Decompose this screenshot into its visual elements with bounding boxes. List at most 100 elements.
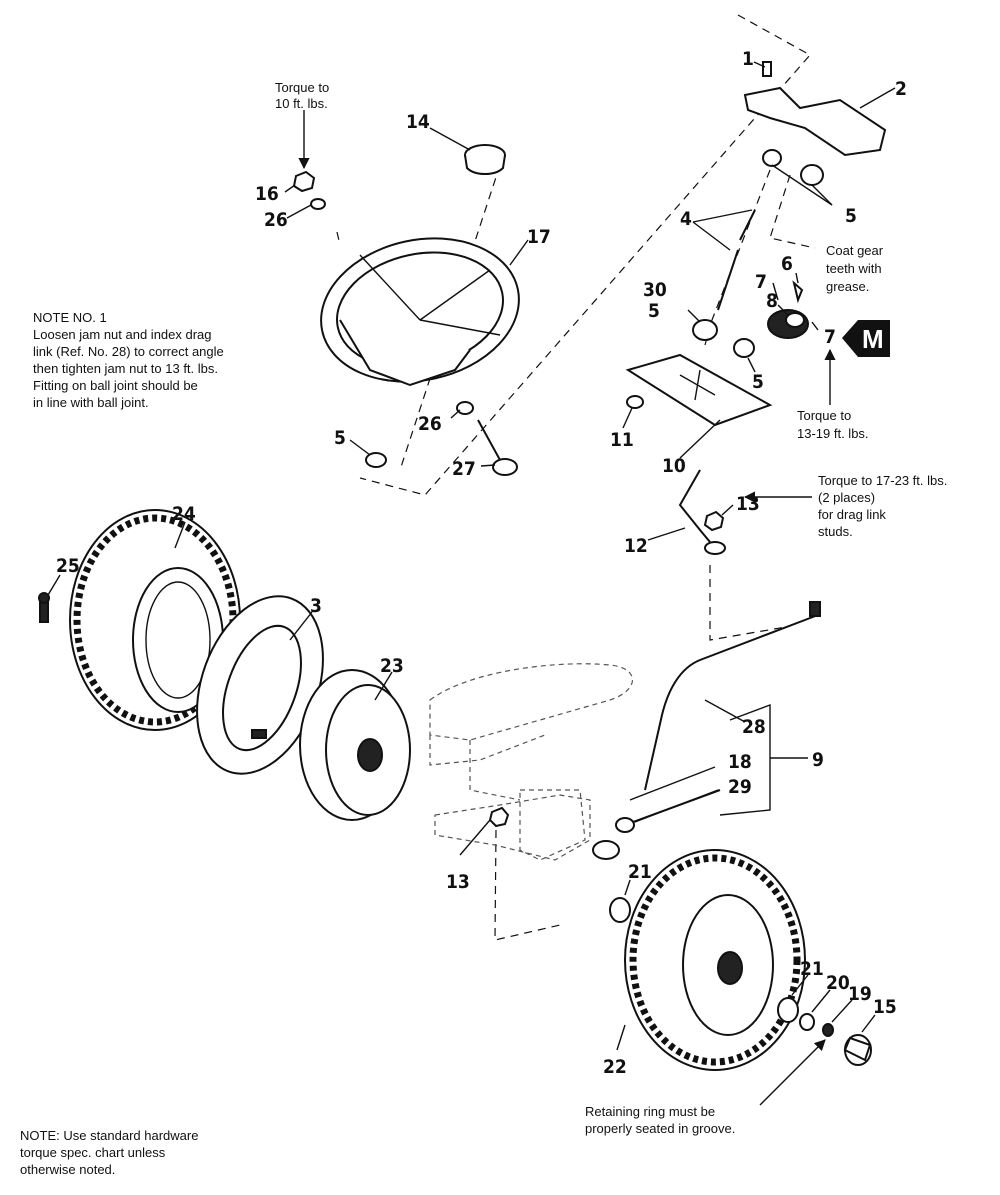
bushing-21b — [777, 997, 799, 1023]
bushings-5 — [692, 149, 824, 358]
callout-13b: 13 — [446, 871, 470, 893]
bolt-27 — [477, 419, 518, 476]
plate-10 — [625, 353, 773, 427]
jam-nut-18 — [615, 817, 635, 833]
callout-9: 9 — [812, 749, 824, 771]
callout-5c: 5 — [752, 371, 764, 393]
callout-16: 16 — [255, 183, 279, 205]
callout-numbers: 1 2 3 4 5 5 5 5 6 7 7 8 9 10 11 12 13 13… — [56, 48, 907, 1078]
svg-text:Fitting on ball joint should b: Fitting on ball joint should be — [33, 378, 198, 393]
note-torque-17-23: Torque to 17-23 ft. lbs. (2 places) for … — [818, 473, 947, 539]
retaining-ring-19 — [822, 1023, 834, 1037]
svg-text:otherwise noted.: otherwise noted. — [20, 1162, 115, 1177]
m-marker-label: M — [862, 324, 884, 354]
svg-text:for drag link: for drag link — [818, 507, 886, 522]
callout-1: 1 — [742, 48, 754, 70]
callout-19: 19 — [848, 983, 872, 1005]
callout-14: 14 — [406, 111, 430, 133]
callout-10: 10 — [662, 455, 686, 477]
note-torque-13-19: Torque to 13-19 ft. lbs. — [797, 408, 869, 441]
callout-3: 3 — [310, 595, 322, 617]
callout-21a: 21 — [628, 861, 652, 883]
callout-6: 6 — [781, 253, 793, 275]
svg-text:Torque to: Torque to — [275, 80, 329, 95]
ghost-frame — [429, 663, 634, 861]
callout-18: 18 — [728, 751, 752, 773]
callout-20: 20 — [826, 972, 850, 994]
bushing-5d — [365, 452, 387, 468]
svg-text:grease.: grease. — [826, 279, 869, 294]
svg-text:10 ft. lbs.: 10 ft. lbs. — [275, 96, 328, 111]
callout-7a: 7 — [755, 271, 767, 293]
svg-text:then tighten jam nut to 13 ft.: then tighten jam nut to 13 ft. lbs. — [33, 361, 218, 376]
nut-13b — [488, 806, 510, 828]
cap-14 — [464, 144, 506, 175]
svg-text:link (Ref. No. 28) to correct: link (Ref. No. 28) to correct angle — [33, 344, 224, 359]
callout-26b: 26 — [418, 413, 442, 435]
bracket-2 — [743, 86, 887, 157]
callout-12: 12 — [624, 535, 648, 557]
steering-arm-12 — [678, 469, 726, 555]
callout-23: 23 — [380, 655, 404, 677]
nut-11 — [626, 395, 644, 409]
svg-text:in line with ball joint.: in line with ball joint. — [33, 395, 149, 410]
pin-6 — [792, 280, 804, 304]
bushing-21a — [609, 897, 631, 923]
hub-cap-15 — [843, 1034, 872, 1066]
svg-text:teeth with: teeth with — [826, 261, 882, 276]
callout-28: 28 — [742, 716, 766, 738]
callout-29: 29 — [728, 776, 752, 798]
bolt-1 — [762, 61, 772, 77]
valve-stem-25 — [38, 592, 50, 623]
tire-24 — [69, 509, 241, 731]
leader-lines — [47, 61, 896, 1106]
svg-text:(2 places): (2 places) — [818, 490, 875, 505]
callout-13a: 13 — [736, 493, 760, 515]
svg-text:properly seated in groove.: properly seated in groove. — [585, 1121, 735, 1136]
m-marker: M — [842, 320, 890, 357]
callout-4: 4 — [680, 208, 692, 230]
svg-text:Retaining ring must be: Retaining ring must be — [585, 1104, 715, 1119]
svg-text:studs.: studs. — [818, 524, 853, 539]
ball-joint-29 — [592, 789, 721, 860]
rim-23 — [299, 669, 411, 821]
svg-text:NOTE: Use standard hardware: NOTE: Use standard hardware — [20, 1128, 198, 1143]
note-retaining-ring: Retaining ring must be properly seated i… — [585, 1104, 735, 1136]
callout-5d: 5 — [334, 427, 346, 449]
note-no-1: NOTE NO. 1 Loosen jam nut and index drag… — [33, 310, 224, 410]
callout-30: 30 — [643, 279, 667, 301]
note-standard-hardware: NOTE: Use standard hardware torque spec.… — [20, 1128, 198, 1177]
svg-text:Coat gear: Coat gear — [826, 243, 884, 258]
callout-22: 22 — [603, 1056, 627, 1078]
alignment-lines — [336, 14, 816, 941]
svg-text:NOTE NO. 1: NOTE NO. 1 — [33, 310, 107, 325]
callout-8: 8 — [766, 290, 778, 312]
callout-27: 27 — [452, 458, 476, 480]
callout-11: 11 — [610, 429, 634, 451]
svg-text:torque spec. chart unless: torque spec. chart unless — [20, 1145, 166, 1160]
callout-5a: 5 — [845, 205, 857, 227]
callout-17: 17 — [527, 226, 551, 248]
callout-2: 2 — [895, 78, 907, 100]
callout-24: 24 — [172, 503, 196, 525]
nut-13a — [703, 510, 725, 532]
washer-20 — [799, 1013, 815, 1031]
nut-16 — [292, 170, 316, 193]
callout-26a: 26 — [264, 209, 288, 231]
note-coat-gear: Coat gear teeth with grease. — [826, 243, 884, 294]
drag-link-28 — [644, 601, 821, 791]
note-torque-10: Torque to 10 ft. lbs. — [275, 80, 329, 111]
tire-22 — [624, 849, 806, 1071]
washer-26a — [310, 198, 326, 210]
gear-8 — [767, 309, 809, 339]
callout-7b: 7 — [824, 326, 836, 348]
callout-15: 15 — [873, 996, 897, 1018]
inner-tube-3 — [196, 595, 324, 775]
svg-text:Loosen jam nut and index drag: Loosen jam nut and index drag — [33, 327, 212, 342]
steering-wheel-17 — [320, 237, 520, 387]
svg-text:Torque to: Torque to — [797, 408, 851, 423]
shaft-4 — [717, 209, 756, 311]
washer-26b — [456, 401, 474, 415]
callout-21b: 21 — [800, 958, 824, 980]
